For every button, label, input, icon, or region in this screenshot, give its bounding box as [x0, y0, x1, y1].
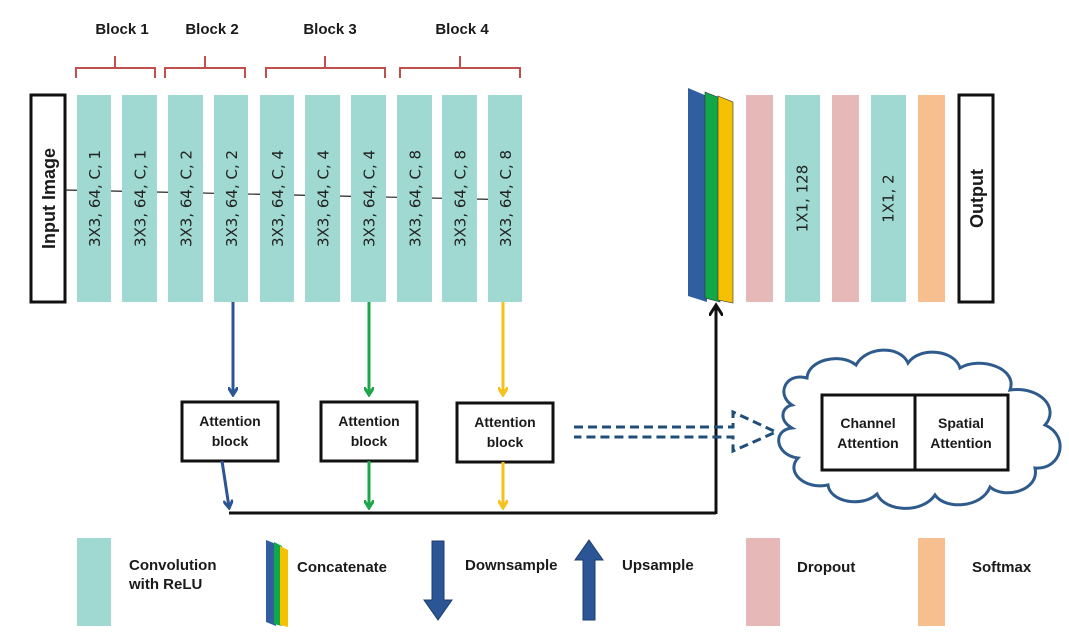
svg-text:Attention: Attention [338, 413, 399, 429]
legend-conv-label-2: with ReLU [128, 576, 202, 593]
conv-layer: 3X3, 64, C, 2 [168, 95, 203, 302]
svg-text:3X3, 64, C, 4: 3X3, 64, C, 4 [315, 150, 333, 247]
conv-layer: 3X3, 64, C, 1 [77, 95, 111, 302]
svg-text:block: block [212, 433, 249, 449]
legend-dropout-label: Dropout [797, 559, 855, 576]
head-conv-layer: 1X1, 2 [871, 95, 906, 302]
legend-downsample-label: Downsample [465, 557, 558, 574]
svg-text:3X3, 64, C, 4: 3X3, 64, C, 4 [269, 150, 287, 247]
block-2-label: Block 2 [185, 21, 238, 38]
attention-block: Attention block [180, 400, 280, 463]
legend-upsample-icon [574, 539, 604, 621]
spatial-attention-box: Spatial Attention [913, 393, 1010, 472]
svg-text:3X3, 64, C, 2: 3X3, 64, C, 2 [223, 150, 241, 247]
conv-layer: 3X3, 64, C, 4 [351, 95, 386, 302]
svg-text:Attention: Attention [474, 414, 535, 430]
attention-block: Attention block [455, 401, 555, 464]
legend-conv-swatch [77, 538, 111, 626]
svg-text:3X3, 64, C, 8: 3X3, 64, C, 8 [497, 150, 515, 247]
svg-text:block: block [487, 434, 524, 450]
conv-layer: 3X3, 64, C, 8 [488, 95, 522, 302]
conv-layer: 3X3, 64, C, 8 [397, 95, 432, 302]
legend-softmax-swatch [918, 538, 945, 626]
input-image-box [29, 93, 67, 304]
svg-text:Spatial: Spatial [938, 415, 984, 431]
legend-upsample-label: Upsample [622, 557, 694, 574]
legend-dropout-swatch [746, 538, 780, 626]
conv-layer: 3X3, 64, C, 4 [305, 95, 340, 302]
block-4-bracket [399, 56, 521, 78]
output-box [957, 93, 995, 304]
legend-downsample-icon [423, 540, 453, 621]
svg-text:3X3, 64, C, 4: 3X3, 64, C, 4 [361, 150, 379, 247]
conv-layer: 3X3, 64, C, 4 [260, 95, 294, 302]
svg-text:3X3, 64, C, 8: 3X3, 64, C, 8 [452, 150, 470, 247]
svg-text:1X1, 2: 1X1, 2 [880, 174, 898, 222]
channel-attention-box: Channel Attention [820, 393, 917, 472]
head-conv-layer: 1X1, 128 [785, 95, 820, 302]
svg-text:Attention: Attention [930, 435, 991, 451]
svg-text:Attention: Attention [199, 413, 260, 429]
svg-text:1X1, 128: 1X1, 128 [794, 165, 812, 233]
conv-layer: 3X3, 64, C, 2 [214, 95, 248, 302]
svg-text:Attention: Attention [837, 435, 898, 451]
legend-concatenate-label: Concatenate [297, 559, 387, 576]
block-3-bracket [265, 56, 386, 78]
svg-text:3X3, 64, C, 1: 3X3, 64, C, 1 [86, 150, 104, 247]
attention-out-arrow-blue [220, 460, 229, 507]
svg-text:Channel: Channel [840, 415, 895, 431]
dropout-layer [832, 95, 859, 302]
attention-block: Attention block [319, 400, 419, 463]
block-3-label: Block 3 [303, 21, 356, 38]
svg-text:3X3, 64, C, 1: 3X3, 64, C, 1 [132, 150, 150, 247]
input-image-label: Input Image [39, 148, 59, 249]
dropout-layer [746, 95, 773, 302]
svg-text:3X3, 64, C, 8: 3X3, 64, C, 8 [407, 150, 425, 247]
softmax-layer [918, 95, 945, 302]
legend-softmax-label: Softmax [972, 559, 1032, 576]
output-label: Output [967, 169, 987, 228]
legend-conv-label: Convolution [129, 557, 216, 574]
zoom-dashed-arrow [574, 409, 780, 454]
conv-layer: 3X3, 64, C, 1 [122, 95, 157, 302]
conv-layer: 3X3, 64, C, 8 [442, 95, 477, 302]
concatenate-block [688, 88, 734, 304]
block-4-label: Block 4 [435, 21, 489, 38]
svg-text:3X3, 64, C, 2: 3X3, 64, C, 2 [178, 150, 196, 247]
block-2-bracket [164, 56, 246, 78]
block-1-label: Block 1 [95, 21, 148, 38]
block-1-bracket [75, 56, 156, 78]
svg-text:block: block [351, 433, 388, 449]
legend-concatenate-icon [266, 540, 288, 627]
